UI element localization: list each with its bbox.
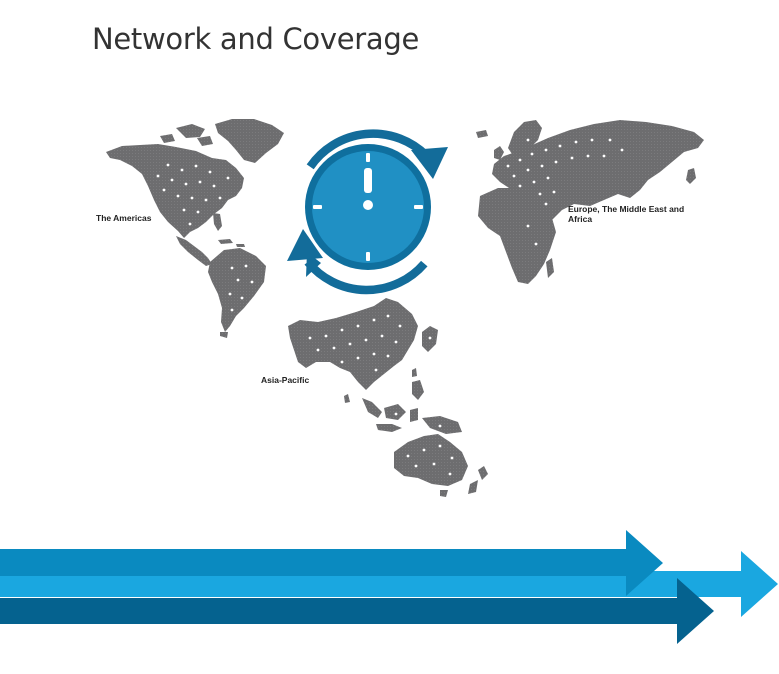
forward-arrows (0, 530, 778, 644)
apac-map (288, 298, 488, 497)
page-title: Network and Coverage (92, 22, 420, 56)
cycle-arrows (304, 129, 430, 295)
apac-city-dots (308, 314, 454, 476)
emea-map (476, 120, 704, 284)
arrow-bottom (0, 578, 714, 644)
clock-icon (287, 129, 448, 295)
americas-city-dots (156, 163, 254, 312)
americas-map (106, 119, 284, 338)
emea-city-dots (506, 138, 624, 246)
clock-center (363, 200, 373, 210)
region-label-apac: Asia-Pacific (261, 375, 310, 385)
arrow-middle (0, 551, 778, 617)
clock-hand (364, 168, 372, 193)
region-label-americas: The Americas (96, 213, 152, 223)
arrow-top (0, 530, 663, 596)
cycle-arrowhead-right (411, 147, 448, 179)
region-label-emea: Europe, The Middle East and Africa (568, 204, 685, 224)
